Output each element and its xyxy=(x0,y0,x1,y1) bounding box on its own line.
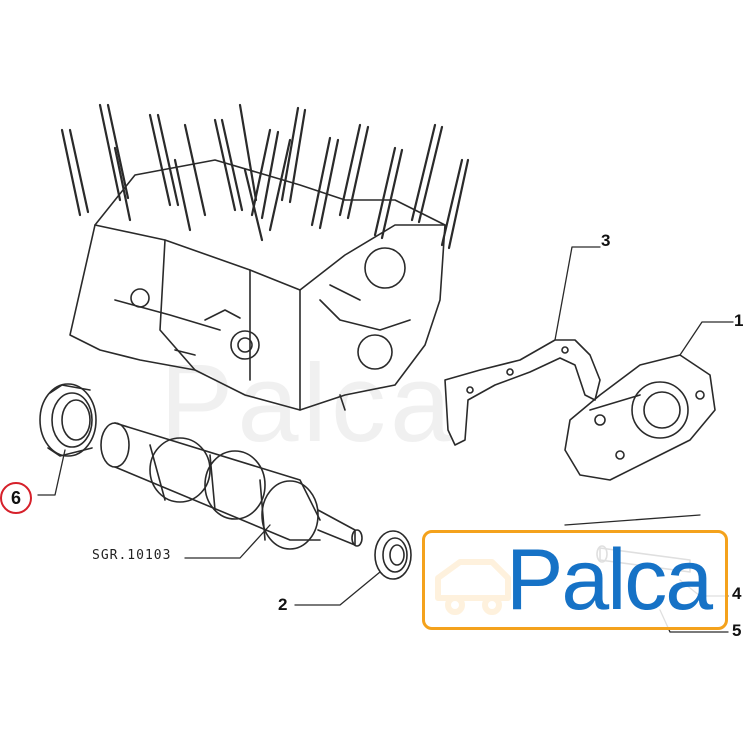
callout-part-5: 5 xyxy=(732,621,742,640)
callout-part-1: 1 xyxy=(734,311,744,330)
logo-frame xyxy=(422,530,728,630)
head-studs xyxy=(60,103,470,250)
watermark-logo: Palca xyxy=(160,340,455,467)
rear-oil-seal xyxy=(39,383,97,457)
oil-pump-housing xyxy=(564,354,716,481)
watermark-text: Palca xyxy=(160,342,456,465)
engine-block xyxy=(69,159,446,411)
callout-part-3: 3 xyxy=(601,231,611,250)
oil-pump-gasket xyxy=(444,339,601,446)
callout-part-6-highlighted: 6 xyxy=(0,482,32,514)
callout-part-6: 6 xyxy=(10,487,21,508)
front-oil-seal xyxy=(374,530,412,580)
callout-part-2: 2 xyxy=(278,595,288,614)
reference-code: SGR.10103 xyxy=(92,548,172,563)
logo-brand-text: Palca xyxy=(506,532,713,628)
callout-part-4: 4 xyxy=(732,584,742,603)
crankshaft xyxy=(100,422,363,550)
